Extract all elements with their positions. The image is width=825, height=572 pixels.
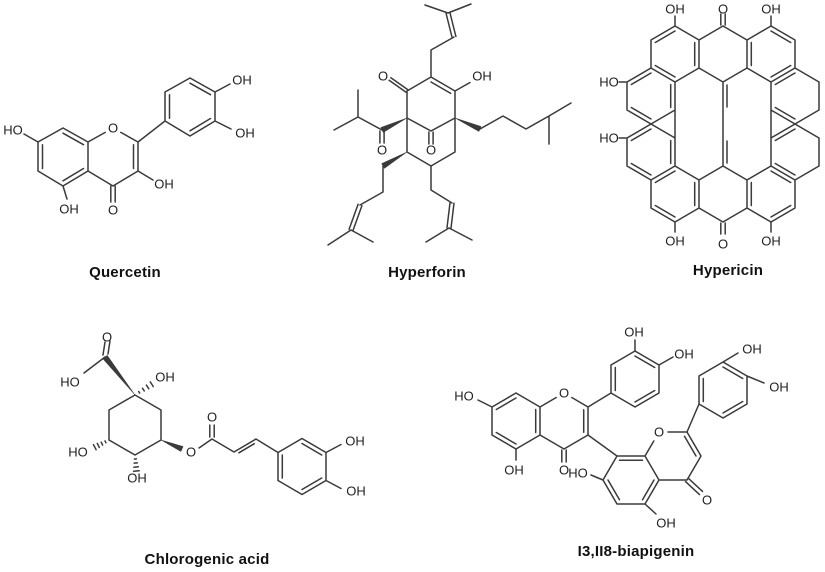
quercetin-ho7-label: HO [3, 123, 23, 138]
caption-hypericin: Hypericin [692, 262, 764, 279]
quercetin-bonds [23, 77, 232, 203]
chlorogenic-oh-c1-label: OH [155, 370, 175, 385]
biapigenin-ketone-o-I-label: O [559, 463, 569, 478]
hypericin-oh-top-left-label: OH [665, 2, 685, 17]
chlorogenic-acid-structure: O HO OH O O HO OH OH OH [60, 330, 366, 499]
hypericin-bonds [618, 13, 820, 235]
wedge-bond-acyl [380, 117, 408, 133]
quercetin-oh4p-label: OH [232, 73, 252, 88]
caption-quercetin: Quercetin [89, 264, 161, 281]
wedge-bond-isopentyl [454, 117, 482, 132]
biapigenin-oh-b-right-II-label: OH [769, 380, 789, 395]
quercetin-atom-labels: HO O OH O OH OH OH [3, 73, 255, 218]
biapigenin-ho7-II-label: HO [568, 466, 588, 481]
hypericin-ho-left-upper-label: HO [599, 75, 619, 90]
wedge-bond-carboxyl [102, 354, 136, 396]
biapigenin-oh5-I-label: OH [504, 463, 524, 478]
caption-chlorogenic-acid: Chlorogenic acid [144, 551, 270, 568]
hypericin-o-top-label: O [718, 2, 728, 17]
quercetin-pyran-o-label: O [108, 121, 118, 136]
quercetin-oh3-label: OH [154, 177, 174, 192]
biapigenin-pyran-o-I-label: O [559, 386, 569, 401]
chlorogenic-ho-carboxyl-label: HO [60, 375, 80, 390]
quercetin-ketone-o-label: O [108, 203, 118, 218]
hyperforin-enol-oh-label: OH [472, 69, 492, 84]
biapigenin-bonds [477, 339, 765, 515]
hypericin-oh-bottom-right-label: OH [761, 234, 781, 249]
biapigenin-atom-labels: HO O OH O OH OH O HO OH O OH OH [454, 325, 789, 531]
biapigenin-oh5-II-label: OH [656, 516, 676, 531]
hypericin-oh-bottom-left-label: OH [665, 234, 685, 249]
biapigenin-oh-b-right-I-label: OH [674, 347, 694, 362]
hyperforin-bridge-o-label: O [426, 143, 436, 158]
hyperforin-atom-labels: O OH O O [377, 69, 492, 158]
biapigenin-ho7-I-label: HO [454, 389, 474, 404]
chlorogenic-o-ester-label: O [186, 445, 196, 460]
wedge-bond-prenyl [381, 151, 408, 169]
hyperforin-acyl-o-label: O [377, 143, 387, 158]
chlorogenic-bonds [83, 340, 342, 496]
biapigenin-oh-b-top-I-label: OH [624, 325, 644, 340]
quercetin-structure: HO O OH O OH OH OH [3, 73, 255, 218]
hypericin-ho-left-lower-label: HO [599, 131, 619, 146]
chlorogenic-o-carboxyl-label: O [102, 330, 112, 345]
quercetin-oh5-label: OH [59, 202, 79, 217]
chlorogenic-oh-3p-label: OH [345, 434, 365, 449]
hyperforin-structure: O OH O O [327, 3, 572, 246]
chlorogenic-atom-labels: O HO OH O O HO OH OH OH [60, 330, 366, 499]
biapigenin-pyran-o-II-label: O [654, 425, 664, 440]
caption-biapigenin: I3,II8-biapigenin [577, 543, 695, 560]
hypericin-o-bottom-label: O [718, 237, 728, 252]
biapigenin-ketone-o-II-label: O [702, 493, 712, 508]
chlorogenic-oh-c4-label: OH [127, 471, 147, 486]
hyperforin-ketone-o-top-label: O [378, 69, 388, 84]
chlorogenic-ho-c5-label: HO [68, 445, 88, 460]
hyperforin-bonds [327, 3, 572, 246]
caption-hyperforin: Hyperforin [388, 264, 466, 281]
chlorogenic-oh-4p-label: OH [346, 484, 366, 499]
biapigenin-oh-b-top-II-label: OH [742, 342, 762, 357]
hypericin-oh-top-right-label: OH [761, 2, 781, 17]
biapigenin-structure: HO O OH O OH OH O HO OH O OH OH [454, 325, 789, 531]
wedge-bond-ester [160, 439, 184, 452]
hypericin-atom-labels: OH O OH HO HO OH O OH [599, 2, 781, 252]
chlorogenic-o-carbonyl-label: O [207, 410, 217, 425]
quercetin-oh3p-label: OH [235, 126, 255, 141]
hypericin-structure: OH O OH HO HO OH O OH [599, 2, 820, 252]
dashed-stereo-bonds [92, 381, 155, 473]
